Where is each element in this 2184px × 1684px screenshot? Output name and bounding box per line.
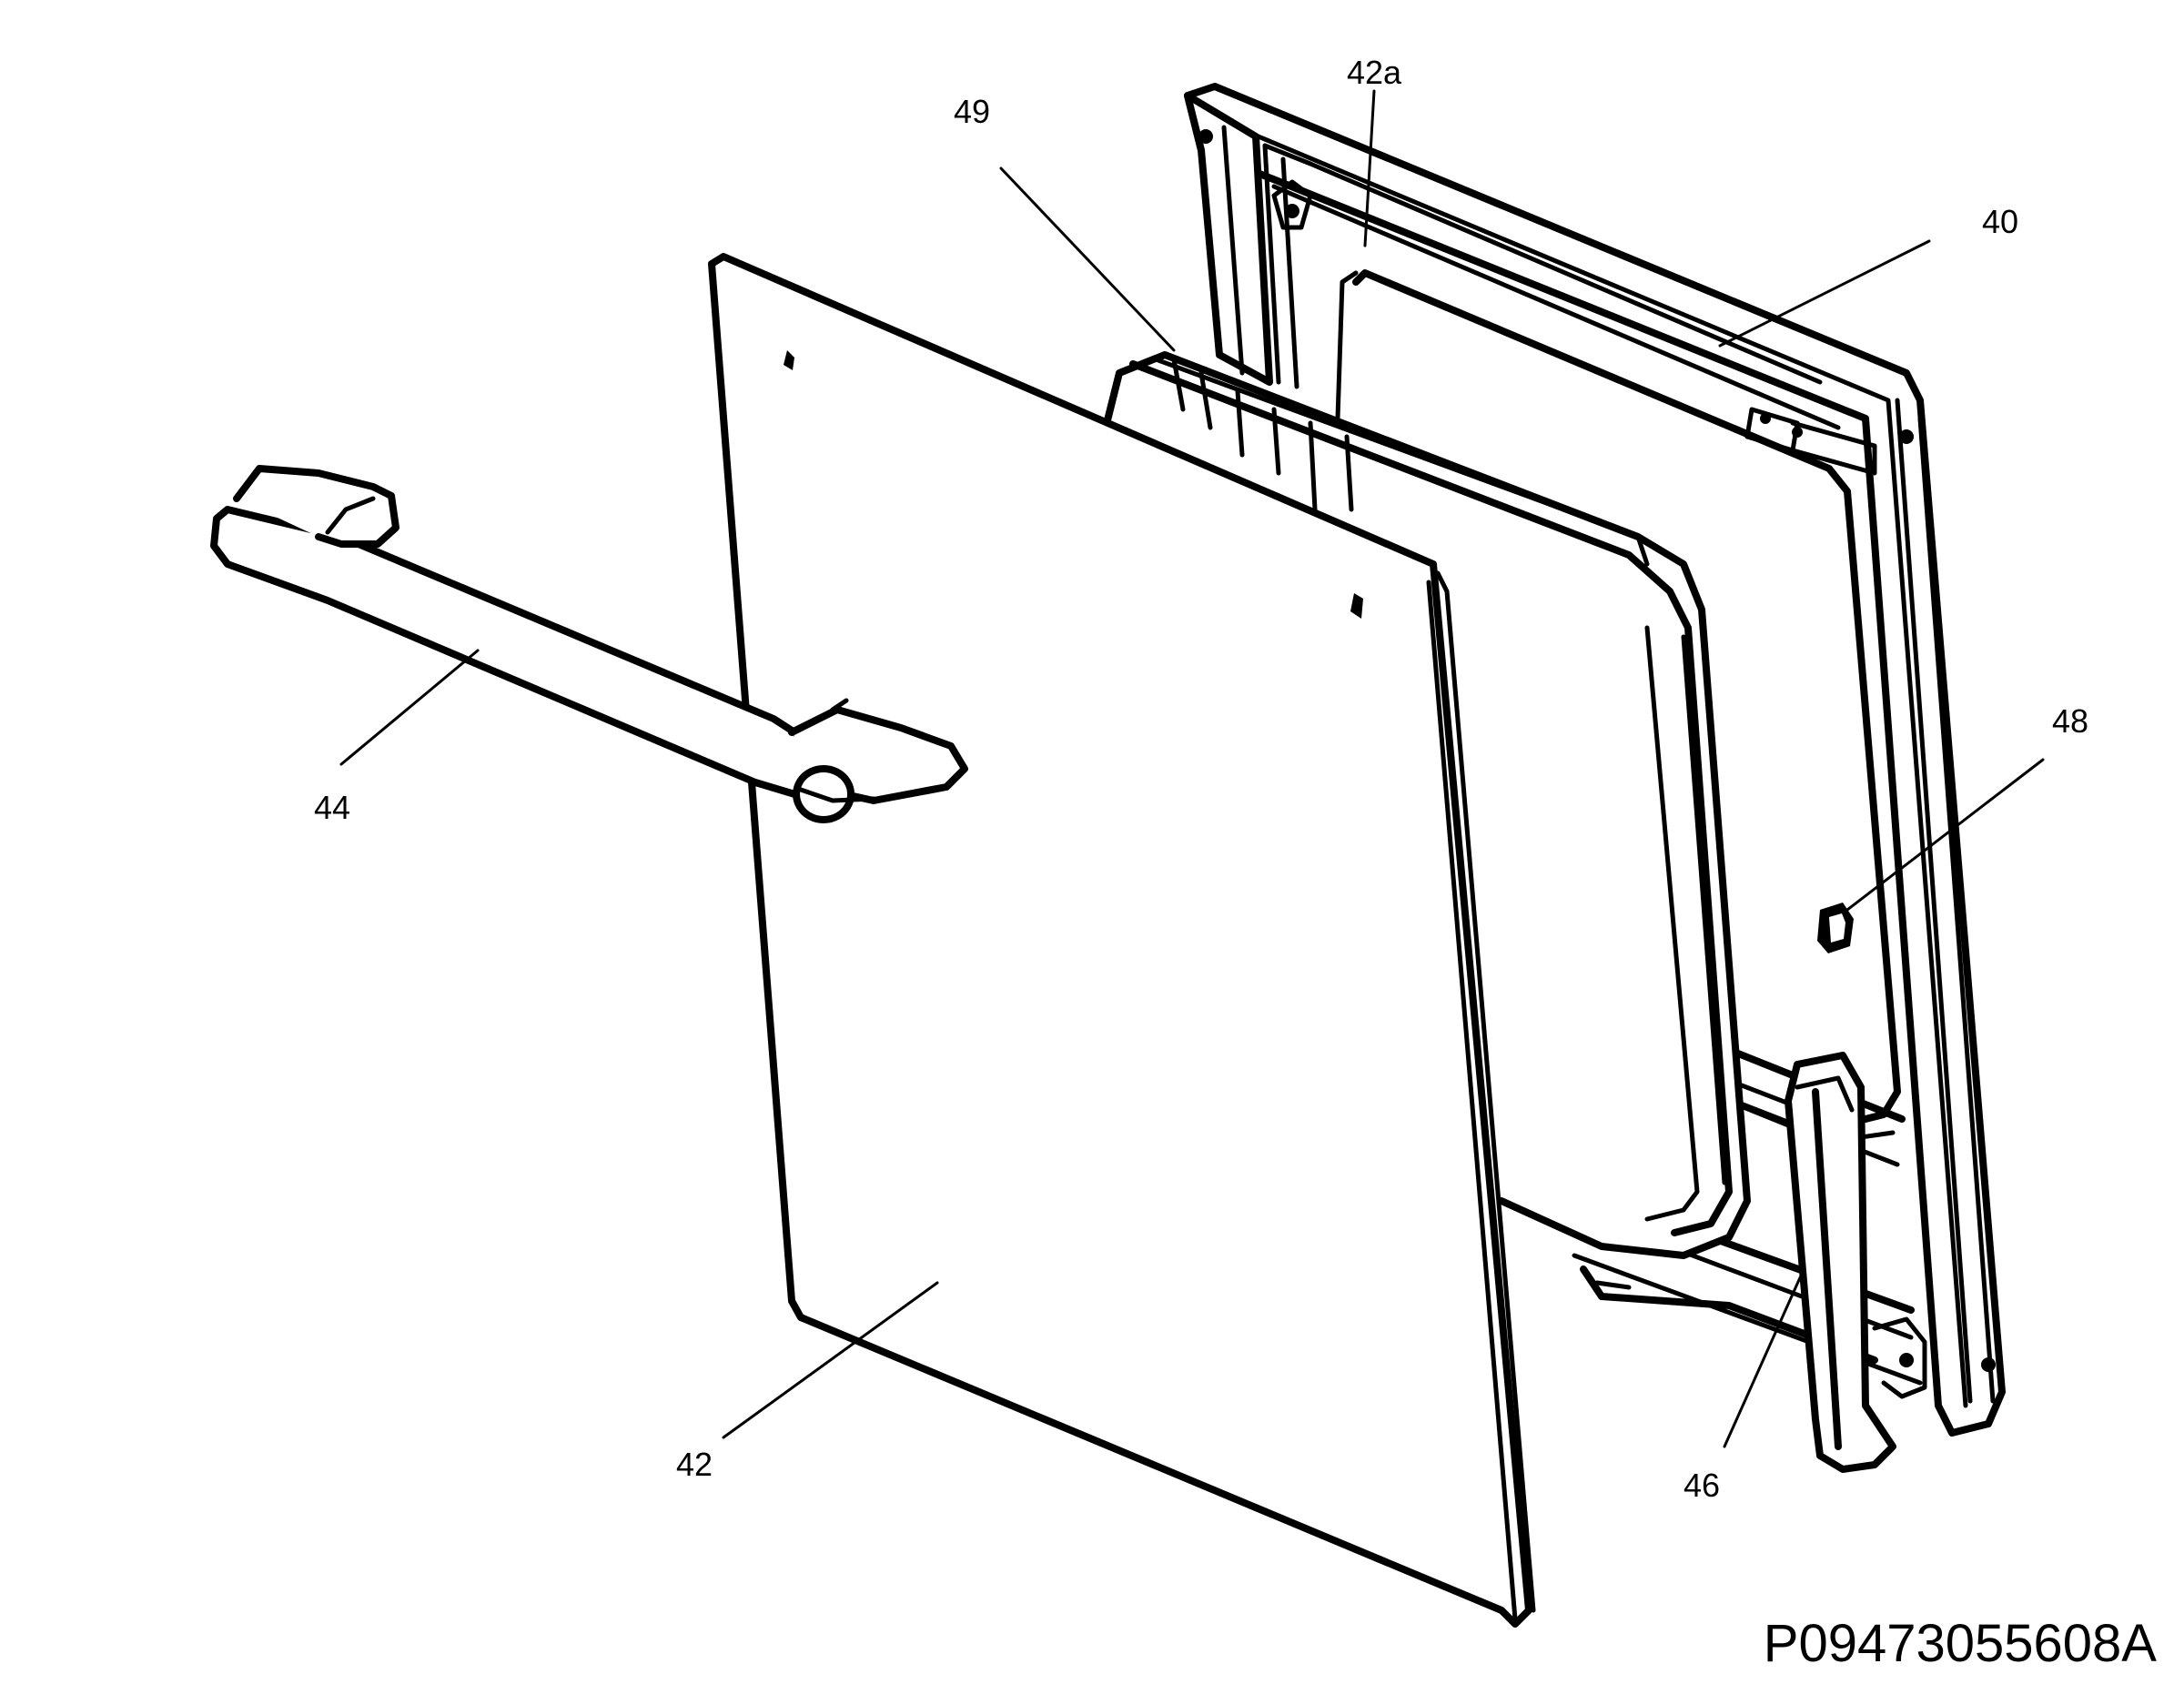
callout-44: 44 bbox=[314, 789, 350, 826]
drawing-code: P09473055608A bbox=[1764, 1614, 2158, 1673]
callout-49: 49 bbox=[954, 93, 990, 130]
leader-lines bbox=[339, 89, 2045, 1448]
callout-40: 40 bbox=[1982, 203, 2018, 240]
callout-42: 42 bbox=[676, 1446, 713, 1483]
callout-46: 46 bbox=[1684, 1467, 1720, 1504]
screw bbox=[1817, 903, 1854, 953]
handle bbox=[210, 465, 968, 823]
hinge bbox=[1785, 1052, 1927, 1473]
front-glass bbox=[708, 253, 1536, 1628]
callout-42a: 42a bbox=[1347, 54, 1402, 91]
callout-48: 48 bbox=[2052, 702, 2088, 740]
